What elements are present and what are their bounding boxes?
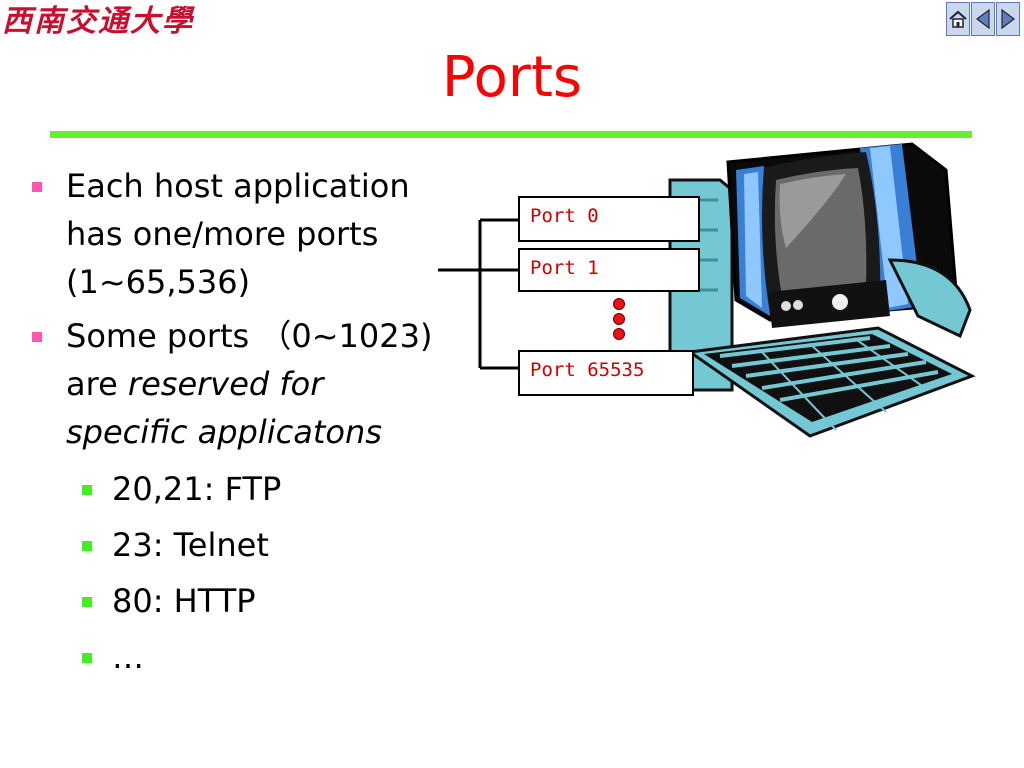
sub-bullet-icon (82, 653, 92, 663)
sub-bullet-text: … (112, 638, 144, 676)
slide-title: Ports (441, 45, 583, 110)
back-button[interactable] (971, 2, 995, 36)
sub-bullet-text: 23: Telnet (112, 526, 269, 564)
forward-button[interactable] (996, 2, 1020, 36)
sub-bullet-icon (82, 485, 92, 495)
bullet-text-line: are reserved for (66, 360, 480, 408)
ellipsis-dot (613, 328, 625, 340)
bullet-text-line: specific applicatons (66, 408, 480, 456)
bullet-text-line: Some ports （0~1023) (66, 317, 433, 355)
ellipsis-dot (613, 313, 625, 325)
computer-illustration (668, 142, 976, 438)
bullet-list: Each host application has one/more ports… (30, 162, 480, 680)
bullet-text-emphasis: specific applicatons (66, 413, 382, 451)
bullet-text-line: (1~65,536) (66, 263, 251, 301)
sub-bullet-ellipsis: … (30, 634, 480, 680)
sub-bullet-ftp: 20,21: FTP (30, 466, 480, 512)
title-divider (50, 131, 972, 138)
bullet-text-line: has one/more ports (66, 215, 379, 253)
sub-bullet-text: 80: HTTP (112, 582, 256, 620)
forward-icon (1001, 8, 1015, 30)
port-box-0: Port 0 (518, 196, 700, 242)
bullet-text-emphasis: reserved for (127, 365, 324, 403)
computer-keyboard (685, 326, 976, 438)
bullet-item-ports-per-host: Each host application has one/more ports… (30, 162, 480, 306)
sub-bullet-text: 20,21: FTP (112, 470, 282, 508)
port-box-1: Port 1 (518, 248, 700, 292)
sub-bullet-icon (82, 541, 92, 551)
sub-bullet-http: 80: HTTP (30, 578, 480, 624)
computer-monitor (726, 142, 958, 328)
bullet-text-line: Each host application (66, 167, 410, 205)
sub-bullet-telnet: 23: Telnet (30, 522, 480, 568)
port-connectors (438, 218, 522, 370)
slide-nav (946, 2, 1021, 36)
ellipsis-dot (613, 298, 625, 310)
bullet-icon (32, 332, 42, 342)
bullet-icon (32, 182, 42, 192)
port-box-65535: Port 65535 (518, 350, 694, 396)
sub-bullet-icon (82, 597, 92, 607)
back-icon (976, 8, 990, 30)
university-logo: 西南交通大學 (2, 4, 194, 39)
home-icon (949, 10, 967, 28)
bullet-text-prefix: are (66, 365, 128, 403)
home-button[interactable] (946, 2, 970, 36)
bullet-item-reserved-ports: Some ports （0~1023) are reserved for spe… (30, 312, 480, 456)
